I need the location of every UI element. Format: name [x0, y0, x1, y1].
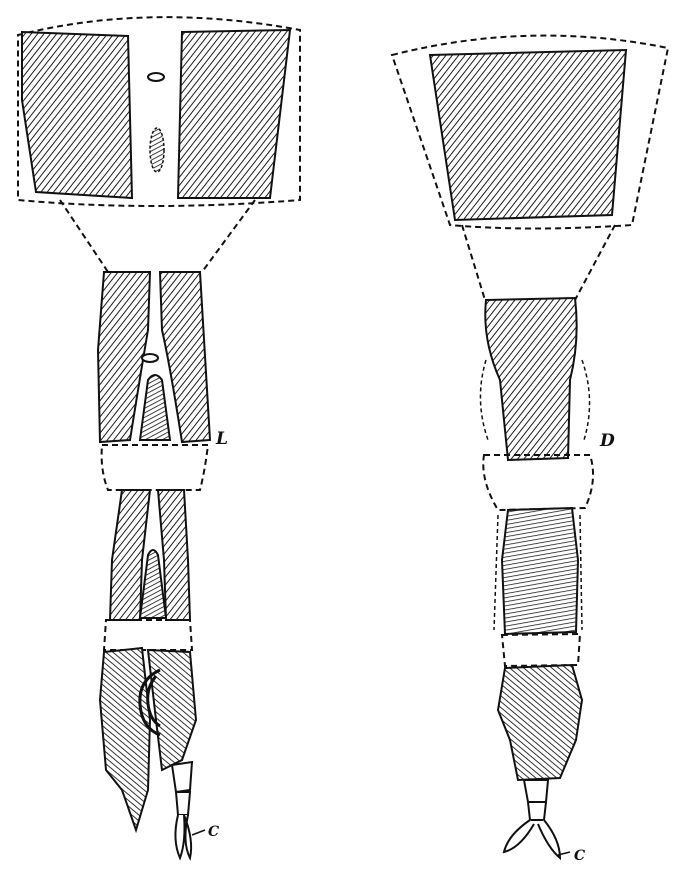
left-tip-valve-left — [100, 648, 150, 830]
right-top-plate — [430, 50, 626, 220]
right-funnel — [462, 225, 615, 300]
left-cercus — [172, 762, 192, 815]
label-left-tip-letter: C — [208, 824, 219, 840]
right-seg2-side-right — [582, 360, 590, 440]
right-seg3-plate — [502, 508, 578, 634]
label-right-tip-letter: C — [574, 848, 585, 864]
right-cercus — [524, 780, 548, 820]
left-seg3-inner — [140, 550, 166, 618]
right-band-1 — [483, 455, 593, 510]
left-spiracle-2 — [142, 354, 158, 362]
left-band-2 — [104, 620, 192, 650]
left-cercus-tips — [175, 815, 191, 858]
right-band-2 — [502, 634, 580, 666]
right-tip-plate — [498, 665, 582, 780]
left-tip-valve-right — [148, 650, 196, 770]
left-top-plate-left — [22, 32, 132, 198]
left-seg2-inner — [140, 375, 170, 440]
label-left-letter: L — [215, 429, 228, 449]
label-right-letter: D — [599, 431, 615, 451]
right-seg2-side-left — [480, 360, 488, 440]
left-spiracle-1 — [148, 73, 164, 81]
right-cercus-tips — [504, 820, 560, 858]
left-funnel — [60, 200, 255, 272]
left-view — [18, 17, 300, 858]
left-leader-c — [192, 830, 205, 835]
left-spot-1 — [150, 128, 164, 172]
left-band-1 — [102, 445, 208, 490]
right-seg2-plate — [485, 298, 576, 460]
right-view — [392, 36, 668, 858]
left-top-plate-right — [178, 30, 290, 198]
